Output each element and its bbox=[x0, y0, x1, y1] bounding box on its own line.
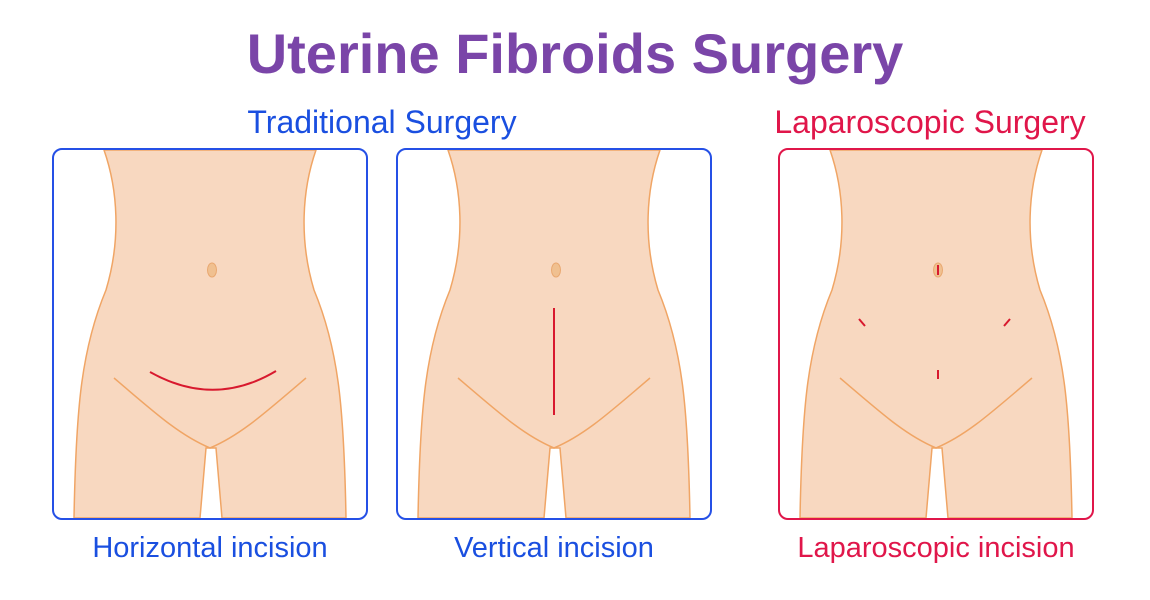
laparoscopic-surgery-heading: Laparoscopic Surgery bbox=[774, 104, 1086, 140]
horizontal-incision-mark bbox=[149, 370, 277, 391]
left-port-incision-mark bbox=[858, 318, 866, 327]
laparoscopic-incision-caption: Laparoscopic incision bbox=[797, 532, 1075, 564]
page-title: Uterine Fibroids Surgery bbox=[246, 22, 904, 85]
right-port-incision-mark bbox=[1003, 318, 1011, 327]
traditional-surgery-heading: Traditional Surgery bbox=[247, 104, 517, 140]
torso-illustration bbox=[799, 150, 1073, 518]
laparoscopic-incision-illustration bbox=[799, 150, 1073, 518]
horizontal-incision-caption: Horizontal incision bbox=[92, 532, 328, 564]
horizontal-incision-panel bbox=[52, 148, 368, 520]
vertical-incision-panel bbox=[396, 148, 712, 520]
horizontal-incision-illustration bbox=[73, 150, 347, 518]
laparoscopic-incision-panel bbox=[778, 148, 1094, 520]
vertical-incision-caption: Vertical incision bbox=[454, 532, 654, 564]
vertical-incision-illustration bbox=[417, 150, 691, 518]
torso-illustration bbox=[73, 150, 347, 518]
